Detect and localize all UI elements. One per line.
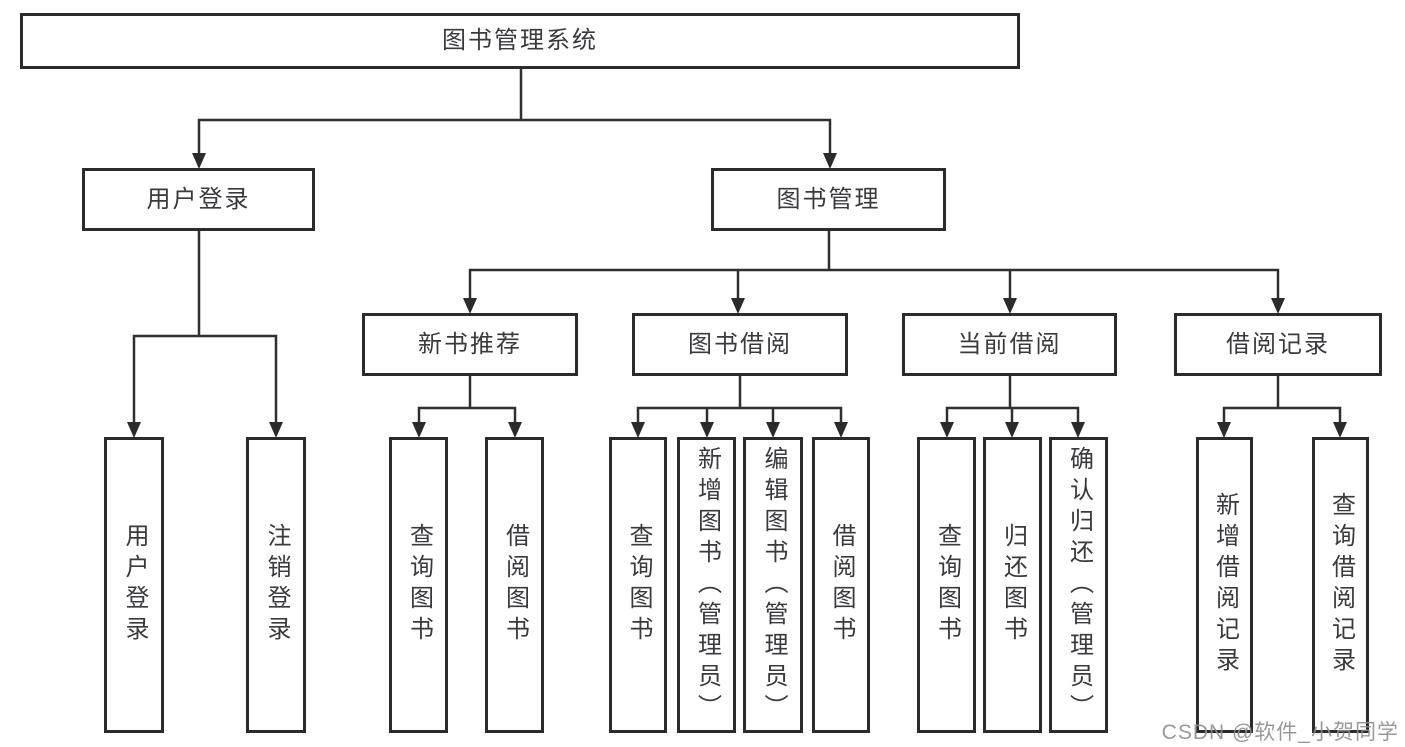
node-nb-query-books: 查询图书 [389,437,448,733]
arrowhead [940,422,954,438]
arrowhead [731,298,745,314]
arrowhead [127,422,141,438]
arrowhead [1005,422,1019,438]
node-br-query-record: 查询借阅记录 [1312,437,1369,733]
node-label: 用户登录 [146,185,251,213]
arrowhead [192,153,206,169]
node-current-borrow: 当前借阅 [902,313,1117,376]
connector-book-management-to-level3 [463,229,1285,314]
arrowhead [508,422,522,438]
arrowhead [463,298,477,314]
node-label: 查询借阅记录 [1327,492,1355,678]
arrowhead [766,422,780,438]
arrowhead [631,422,645,438]
node-book-borrow: 图书借阅 [632,313,848,376]
node-label: 借阅记录 [1226,330,1330,358]
node-label: 用户登录 [121,523,148,647]
arrowhead [1071,422,1085,438]
connector-current-borrow-to-leaves [940,374,1085,438]
connector-root-to-level2 [192,67,837,169]
node-label: 借阅图书 [501,523,529,647]
node-label: 查询图书 [933,523,961,647]
connector-new-book-to-leaves [412,374,522,438]
node-new-book-recommend: 新书推荐 [362,313,578,376]
arrowhead [412,422,426,438]
arrowhead [834,422,848,438]
node-bb-add-books-admin: 新增图书（管理员） [677,437,736,733]
connector-borrow-records-to-leaves [1217,374,1347,438]
node-bb-edit-books-admin: 编辑图书（管理员） [743,437,803,733]
node-label: 查询图书 [405,523,433,647]
node-br-add-record: 新增借阅记录 [1196,437,1253,733]
arrowhead [1333,422,1347,438]
arrowhead [823,153,837,169]
node-leaf-user-login: 用户登录 [104,437,164,733]
node-book-management-system: 图书管理系统 [20,13,1020,69]
arrowhead [269,422,283,438]
connector-user-login-to-leaves [127,229,283,438]
arrowhead [1003,298,1017,314]
csdn-watermark: CSDN @软件_小贺同学 [1161,721,1399,744]
arrowhead [1271,298,1285,314]
node-label: 查询图书 [625,523,652,647]
node-nb-borrow-books: 借阅图书 [485,437,544,733]
node-label: 归还图书 [999,523,1027,647]
node-cb-return-books: 归还图书 [983,437,1042,733]
node-label: 新增借阅记录 [1211,492,1239,678]
node-label: 新增图书（管理员） [693,445,721,725]
node-cb-confirm-return-admin: 确认归还（管理员） [1049,437,1108,733]
node-label: 确认归还（管理员） [1065,445,1093,725]
arrowhead [700,422,714,438]
connector-book-borrow-to-leaves [631,374,848,438]
node-label: 图书借阅 [688,330,792,358]
arrowhead [1217,422,1231,438]
node-label: 注销登录 [263,523,290,647]
node-label: 图书管理 [776,185,881,213]
node-bb-query-books: 查询图书 [609,437,667,733]
node-label: 借阅图书 [828,523,855,647]
node-cb-query-books: 查询图书 [917,437,976,733]
node-bb-borrow-books: 借阅图书 [812,437,870,733]
node-label: 当前借阅 [957,330,1062,358]
node-user-login: 用户登录 [82,168,315,231]
node-label: 编辑图书（管理员） [760,445,787,725]
node-label: 新书推荐 [418,330,522,358]
node-leaf-logout: 注销登录 [246,437,306,733]
node-book-management: 图书管理 [711,168,946,231]
node-borrow-records: 借阅记录 [1174,313,1382,376]
node-label: 图书管理系统 [442,27,598,54]
